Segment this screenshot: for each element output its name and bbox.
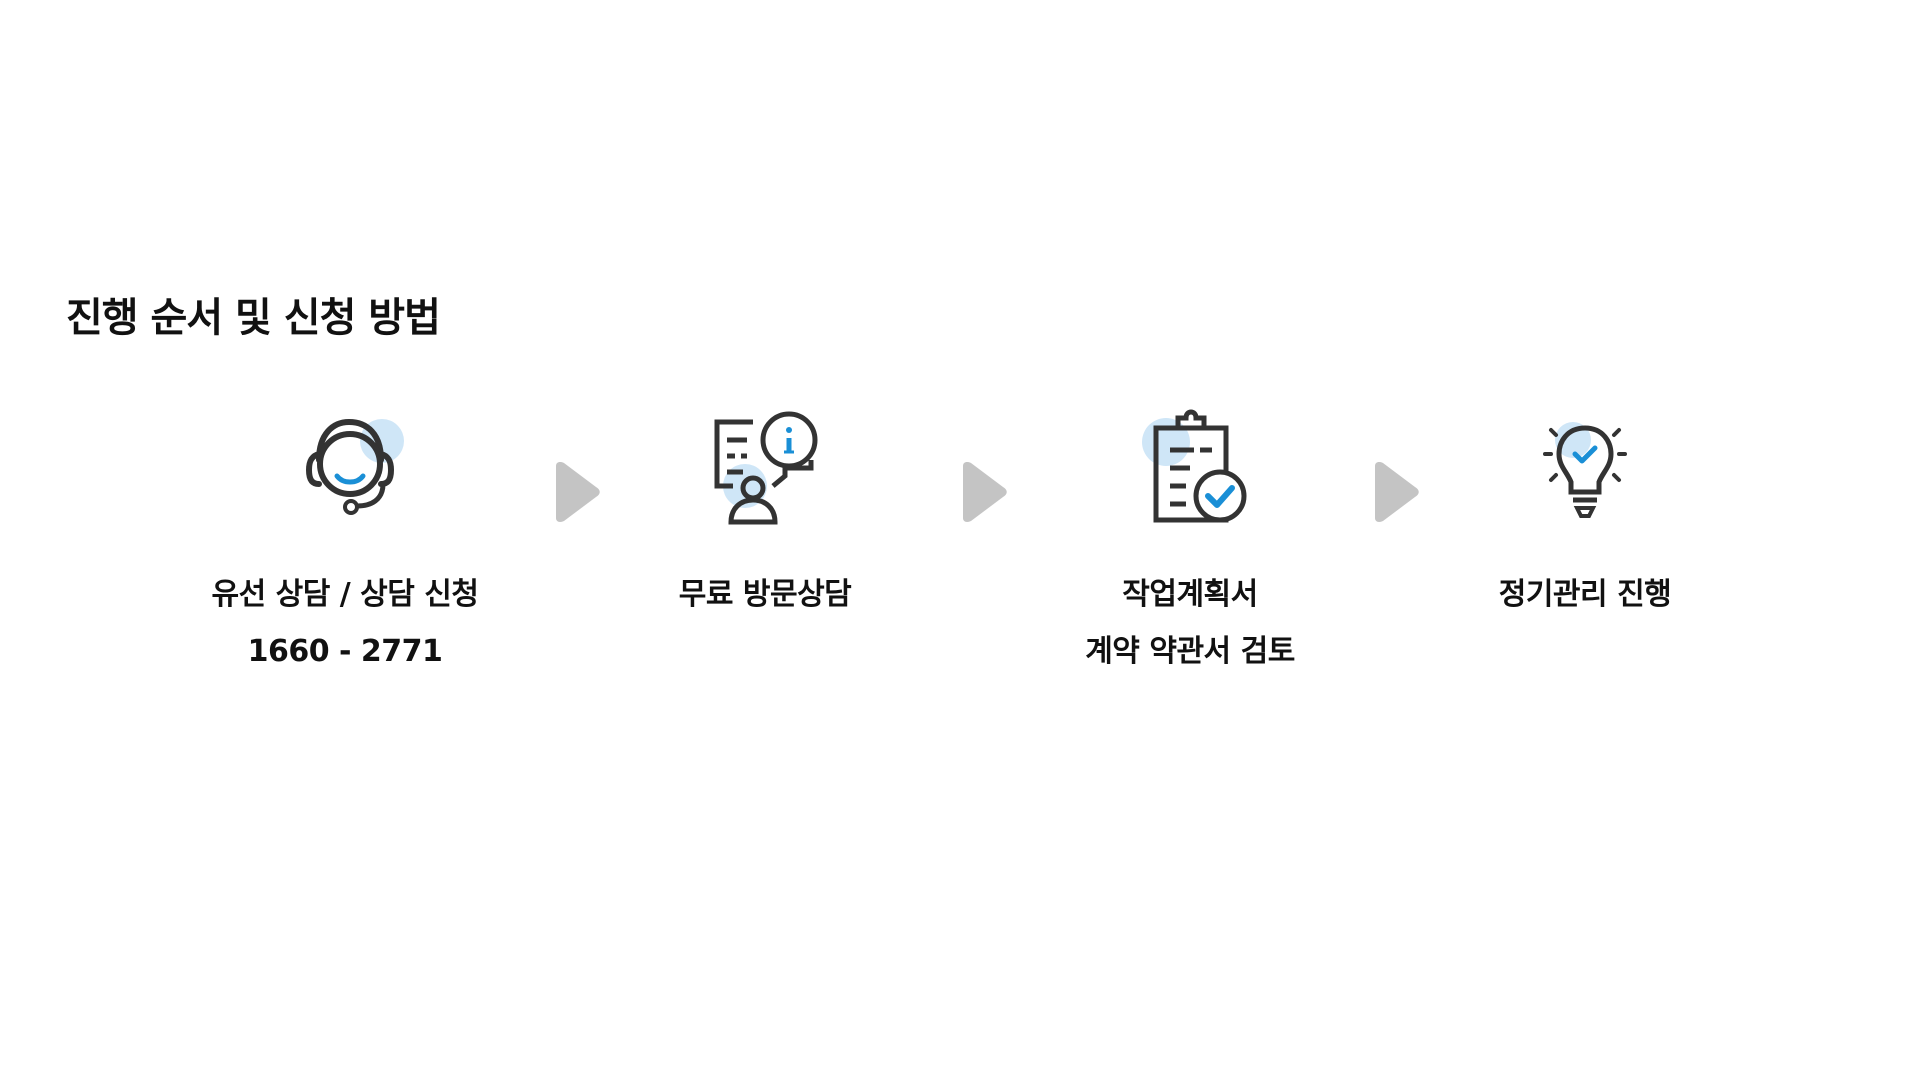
- step-label: 무료 방문상담: [678, 577, 852, 612]
- step-label: 작업계획서: [1122, 577, 1258, 612]
- play-arrow-icon: [963, 462, 1007, 522]
- step-phone-consultation: 유선 상담 / 상담 신청 1660 - 2771: [145, 400, 545, 694]
- step-regular-management: 정기관리 진행: [1385, 400, 1785, 637]
- clipboard-check-icon: [1142, 409, 1247, 523]
- play-arrow-icon: [1375, 462, 1419, 522]
- play-arrow-icon: [556, 462, 600, 522]
- headset-icon: [305, 418, 404, 515]
- step-sublabel: 계약 약관서 검토: [1085, 634, 1295, 669]
- step-label: 유선 상담 / 상담 신청: [211, 577, 479, 612]
- lightbulb-icon: [1543, 422, 1627, 518]
- step-label: 정기관리 진행: [1498, 577, 1672, 612]
- step-visit-consultation: 무료 방문상담: [565, 400, 965, 637]
- phone-number: 1660 - 2771: [247, 634, 443, 669]
- visit-consultation-icon: [714, 411, 818, 525]
- section-title: 진행 순서 및 신청 방법: [66, 295, 441, 341]
- step-plan-contract-review: 작업계획서 계약 약관서 검토: [990, 400, 1390, 694]
